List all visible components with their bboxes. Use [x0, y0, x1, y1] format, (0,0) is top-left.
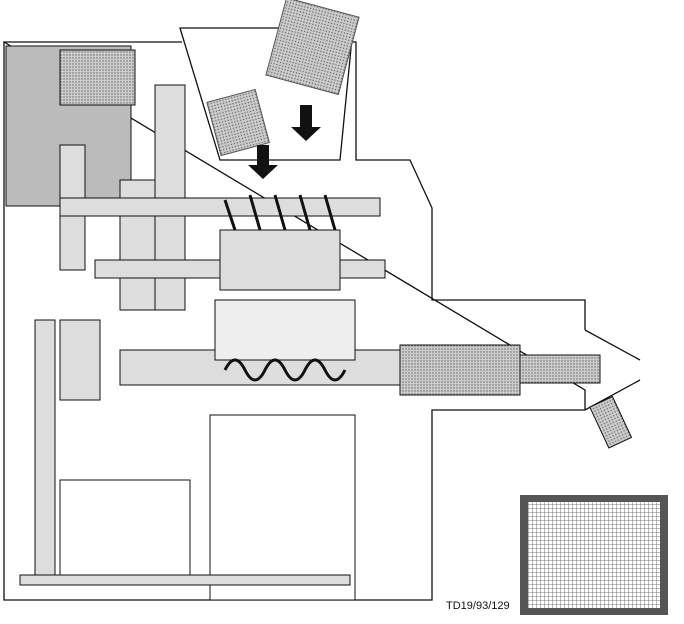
arrow-down-icon-2: [248, 145, 278, 179]
shaft-top: [59, 197, 381, 217]
cut-piece: [589, 395, 633, 449]
auger-screw: [223, 358, 347, 382]
feed-screw: [223, 194, 337, 231]
crusher-rolls: [219, 229, 341, 291]
mixing-chamber: [214, 299, 356, 361]
arrow-down-icon: [291, 105, 321, 141]
drawing-reference-code: TD19/93/129: [446, 600, 510, 612]
pulley-bottom: [34, 319, 56, 581]
lower-housing: [209, 414, 356, 601]
extrudate: [519, 354, 601, 384]
feed-block-1: [265, 0, 360, 96]
feed-block-2: [206, 88, 271, 157]
base-rail: [19, 574, 351, 586]
drive-motor: [59, 479, 191, 576]
extrusion-die: [399, 344, 521, 396]
